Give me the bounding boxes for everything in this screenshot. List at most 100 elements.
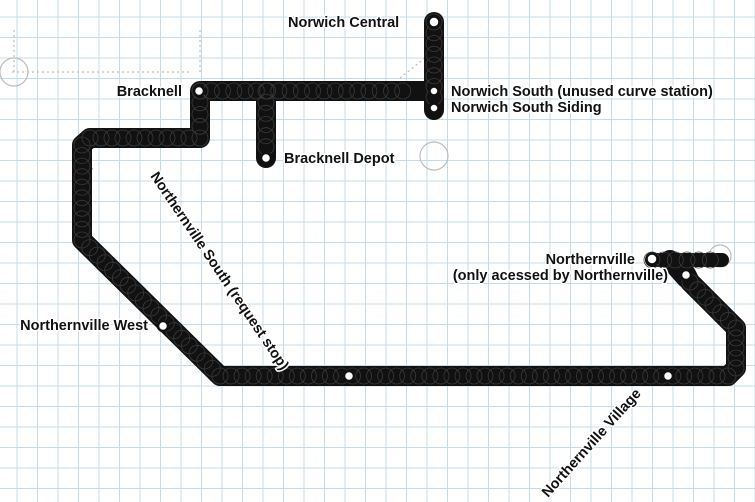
station-bracknell[interactable] — [192, 84, 206, 98]
track-bead — [425, 35, 443, 52]
stations-layer — [156, 15, 693, 383]
station-norwich-south-siding[interactable] — [428, 102, 440, 114]
track-bead — [454, 367, 472, 385]
track-bead — [498, 367, 516, 385]
track-bead — [211, 367, 229, 385]
track-bead — [708, 367, 726, 385]
track-bead — [465, 367, 483, 385]
track-bead-pattern — [73, 13, 745, 385]
track-bead — [73, 199, 91, 217]
track-bead — [643, 251, 661, 269]
station-northernville-west[interactable] — [156, 319, 170, 333]
track-bead — [425, 45, 443, 63]
track-bead — [520, 367, 538, 385]
station-norwich-south[interactable] — [428, 85, 440, 97]
station-norwich-central[interactable] — [427, 15, 441, 29]
track-bead — [73, 147, 91, 165]
track-bead — [349, 82, 367, 100]
track-bead — [371, 82, 389, 100]
track-bead — [410, 367, 428, 385]
track-bead — [169, 129, 187, 147]
track-bead — [125, 129, 143, 147]
label-norwich-central: Norwich Central — [288, 15, 399, 31]
track-bead — [326, 82, 344, 100]
track-bead — [355, 367, 373, 385]
station-northernville-siding-stop[interactable] — [679, 268, 693, 282]
track-bead — [255, 367, 273, 385]
label-norwich-south: Norwich South (unused curve station) — [451, 84, 713, 100]
track-bead — [727, 339, 745, 357]
track-bead — [304, 82, 322, 100]
track-bead — [727, 329, 745, 347]
track-bead — [690, 251, 708, 269]
track-bead — [257, 82, 275, 100]
track-bead — [443, 367, 461, 385]
track-bead — [191, 117, 209, 135]
track-bead — [266, 367, 284, 385]
main-loop-track — [72, 12, 746, 386]
track-bead — [366, 367, 384, 385]
label-northernville-south: Northernville South (request stop) — [147, 169, 292, 373]
track-bead — [609, 367, 626, 385]
track-bead — [587, 367, 604, 385]
station-northernville-south[interactable] — [342, 369, 356, 383]
track-bead — [321, 367, 339, 385]
track-bead — [425, 67, 443, 85]
track-bead — [191, 129, 209, 147]
track-bead — [487, 367, 505, 385]
track-bead — [432, 367, 450, 385]
track-bead — [576, 367, 593, 385]
track-bead — [281, 82, 299, 100]
track-bead — [377, 367, 395, 385]
track-bead — [136, 129, 154, 147]
track-bead — [701, 251, 719, 269]
track-bead — [598, 367, 615, 385]
label-northernville-west: Northernville West — [20, 318, 148, 334]
ghost-track-lines — [12, 30, 426, 191]
track-bead — [642, 367, 660, 385]
track-bead — [222, 367, 240, 385]
track-bead — [620, 367, 637, 385]
track-bead — [727, 349, 745, 367]
track-bead — [292, 82, 310, 100]
track-bead — [697, 367, 715, 385]
track-bead — [158, 129, 176, 147]
station-northernville[interactable] — [645, 252, 659, 266]
track-bead — [92, 129, 110, 147]
track-bead — [421, 367, 439, 385]
track-bead — [675, 367, 693, 385]
track-bead — [542, 367, 560, 385]
label-northernville: Northernville — [546, 252, 635, 268]
track-bead — [147, 129, 165, 147]
track-bead — [288, 367, 306, 385]
track-bead — [383, 82, 400, 100]
track-bead — [315, 82, 333, 100]
track-bead — [631, 367, 649, 385]
track-bead — [686, 367, 704, 385]
label-norwich-south-siding: Norwich South Siding — [451, 100, 602, 116]
track-bead — [233, 367, 251, 385]
track-bead — [236, 82, 254, 100]
track-bead — [727, 359, 745, 377]
track-bead — [425, 56, 443, 74]
station-northernville-village[interactable] — [661, 369, 675, 383]
station-bracknell-depot[interactable] — [259, 151, 273, 165]
track-bead — [73, 189, 91, 207]
track-bead — [257, 93, 275, 111]
track-bead — [73, 157, 91, 175]
track-bead — [360, 82, 378, 100]
track-bead — [509, 367, 527, 385]
label-bracknell-depot: Bracknell Depot — [284, 151, 395, 167]
track-bead — [425, 13, 443, 31]
track-bead — [388, 367, 406, 385]
track-bead — [257, 127, 275, 145]
track-bead — [247, 82, 265, 100]
track-bead — [103, 129, 121, 147]
track-bead — [225, 82, 243, 100]
track-bead — [114, 129, 132, 147]
track-bead — [191, 106, 209, 123]
track-bead — [73, 178, 91, 196]
track-layer — [72, 12, 746, 386]
track-bead — [678, 251, 696, 269]
